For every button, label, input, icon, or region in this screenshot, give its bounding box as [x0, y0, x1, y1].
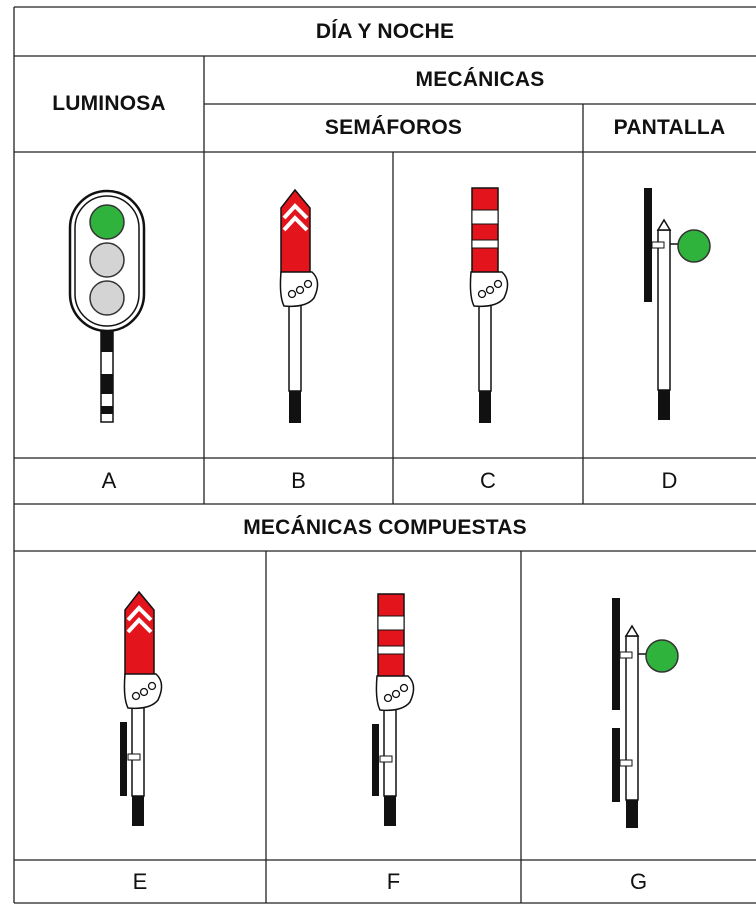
header-pantalla: PANTALLA	[613, 116, 726, 139]
label-f: F	[386, 868, 401, 894]
header-luminosa: LUMINOSA	[52, 92, 166, 115]
chevron-semaphore-icon	[279, 188, 319, 423]
label-b: B	[291, 468, 306, 493]
label-a: A	[101, 468, 117, 493]
label-c: C	[480, 468, 496, 493]
label-d: D	[661, 468, 678, 493]
header-semaforos: SEMÁFOROS	[324, 116, 463, 139]
label-g: G	[629, 868, 648, 894]
screen-disc-signal-icon	[644, 188, 711, 420]
compound-chevron-semaphore-icon	[120, 590, 163, 826]
header-mecanicas: MECÁNICAS	[415, 68, 545, 91]
light-signal-icon	[68, 189, 146, 423]
striped-semaphore-icon	[469, 187, 509, 423]
title-dia-y-noche: DÍA Y NOCHE	[315, 19, 455, 43]
header-mecanicas-compuestas: MECÁNICAS COMPUESTAS	[243, 515, 527, 539]
label-e: E	[132, 868, 148, 894]
compound-striped-semaphore-icon	[372, 593, 415, 826]
compound-screen-disc-signal-icon	[612, 598, 679, 828]
